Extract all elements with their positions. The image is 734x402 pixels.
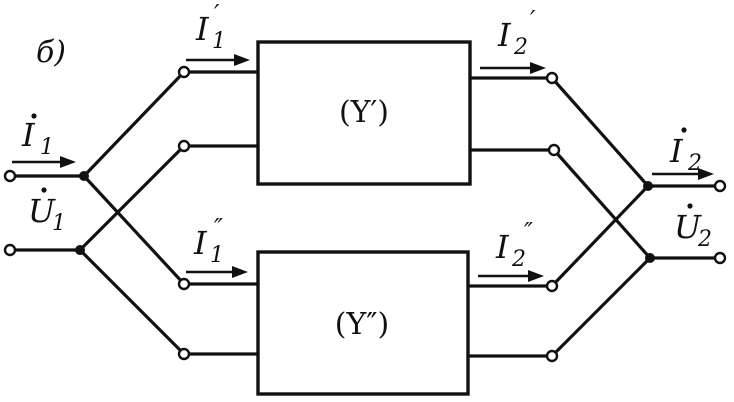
- svg-text:″: ″: [214, 214, 223, 242]
- wire-term1-j3: [550, 76, 650, 188]
- junction-output-bottom: [645, 253, 655, 263]
- arrow-I2pp: [478, 270, 544, 282]
- svg-text:2: 2: [687, 151, 702, 176]
- svg-text:I: I: [195, 10, 210, 48]
- wire-term4-j4: [550, 256, 652, 358]
- svg-text:2: 2: [513, 35, 528, 60]
- panel-label: б): [36, 35, 66, 70]
- wire-term2-j4: [552, 148, 652, 260]
- label-U1: U 1: [28, 187, 66, 236]
- output-wiring: [466, 76, 720, 358]
- block-bottom: [256, 250, 470, 396]
- label-I2-double-prime: I 2 ″: [495, 218, 533, 272]
- arrow-I2p: [480, 62, 546, 74]
- terminal-input-2: [3, 243, 17, 257]
- terminal-output-1: [713, 179, 727, 193]
- terminal-bottom-out-2: [545, 349, 559, 363]
- svg-text:1: 1: [40, 135, 54, 160]
- block-top-label: (Y′): [339, 95, 389, 130]
- label-I2: I 2: [669, 127, 702, 176]
- svg-text:1: 1: [52, 211, 66, 236]
- svg-text:U: U: [674, 208, 702, 246]
- wire-term3-j3: [550, 184, 650, 288]
- arrow-I1p: [186, 54, 250, 66]
- block-bottom-label: (Y″): [335, 307, 389, 342]
- label-I1-double-prime: I 1 ″: [193, 214, 224, 268]
- svg-text:1: 1: [210, 243, 224, 268]
- junction-output-top: [643, 181, 653, 191]
- arrow-I2: [652, 168, 714, 180]
- svg-text:I: I: [21, 116, 36, 154]
- svg-text:I: I: [495, 228, 510, 266]
- terminal-bottom-in-1: [177, 277, 191, 291]
- terminal-top-in-2: [177, 139, 191, 153]
- terminal-top-out-2: [547, 143, 561, 157]
- svg-text:′: ′: [530, 6, 536, 34]
- wire-j1-bottom-upper: [82, 174, 186, 286]
- svg-text:I: I: [497, 16, 512, 54]
- svg-text:″: ″: [524, 218, 533, 246]
- terminal-output-2: [713, 251, 727, 265]
- terminal-top-out-1: [545, 71, 559, 85]
- terminal-top-in-1: [177, 65, 191, 79]
- svg-text:U: U: [28, 192, 56, 230]
- terminal-bottom-in-2: [177, 347, 191, 361]
- terminal-bottom-out-1: [545, 279, 559, 293]
- wire-j2-bottom-lower: [78, 248, 186, 356]
- svg-text:′: ′: [214, 0, 220, 28]
- svg-text:2: 2: [511, 247, 526, 272]
- wire-j1-top-upper: [82, 70, 186, 178]
- block-top: [256, 40, 472, 186]
- junction-input-bottom: [75, 245, 85, 255]
- label-I1: I 1: [21, 113, 54, 160]
- terminal-input-1: [3, 169, 17, 183]
- svg-text:1: 1: [212, 29, 226, 54]
- arrow-I1pp: [186, 266, 248, 278]
- junction-input-top: [79, 171, 89, 181]
- input-wiring: [8, 70, 260, 356]
- label-I1-prime: I 1 ′: [195, 0, 226, 54]
- svg-text:I: I: [193, 224, 208, 262]
- svg-text:I: I: [669, 132, 684, 170]
- label-U2: U 2: [674, 203, 712, 252]
- label-I2-prime: I 2 ′: [497, 6, 536, 60]
- arrow-I1: [12, 156, 76, 168]
- svg-text:2: 2: [697, 227, 712, 252]
- wire-j2-top-lower: [78, 144, 186, 252]
